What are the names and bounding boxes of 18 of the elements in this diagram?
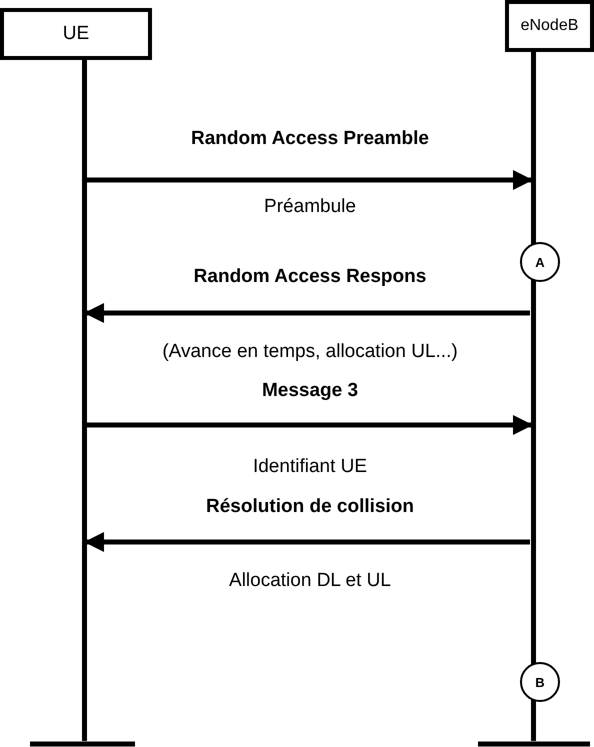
message-arrow (84, 303, 530, 323)
message-note: Allocation DL et UL (229, 570, 391, 592)
actor-box: eNodeB (505, 0, 594, 52)
message-note: Préambule (264, 196, 356, 218)
lifeline (82, 60, 87, 741)
message-label: Random Access Respons (194, 266, 426, 288)
circle-marker: B (520, 662, 560, 702)
message-arrow (87, 170, 533, 190)
message-note: (Avance en temps, allocation UL...) (162, 341, 458, 363)
lifeline (531, 52, 536, 741)
message-arrow (84, 532, 530, 552)
message-arrow (87, 415, 533, 435)
message-label: Message 3 (262, 380, 358, 402)
message-note: Identifiant UE (252, 456, 368, 478)
message-label: Résolution de collision (206, 496, 414, 518)
message-label: Random Access Preamble (191, 128, 429, 150)
actor-box: UE (0, 8, 152, 60)
circle-marker: A (520, 242, 560, 282)
